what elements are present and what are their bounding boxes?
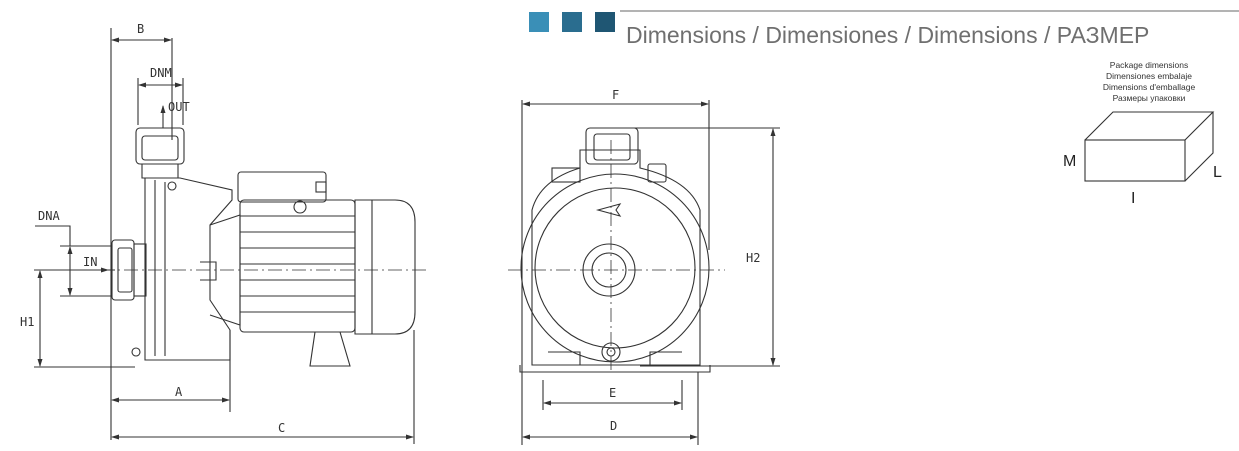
header-square-3 — [595, 12, 615, 32]
dim-label-h1: H1 — [20, 315, 34, 329]
package-caption-4: Размеры упаковки — [1113, 93, 1186, 103]
package-caption-2: Dimensiones embalaje — [1106, 71, 1192, 81]
page-title: Dimensions / Dimensiones / Dimensions / … — [626, 22, 1149, 48]
header-square-1 — [529, 12, 549, 32]
dim-label-e: E — [609, 386, 616, 400]
dim-label-d: D — [610, 419, 617, 433]
dim-label-b: B — [137, 22, 144, 36]
front-view — [508, 100, 780, 445]
header-square-2 — [562, 12, 582, 32]
dim-label-a: A — [175, 385, 183, 399]
package-box-icon — [1084, 111, 1215, 182]
dim-label-in: IN — [83, 255, 97, 269]
package-caption-1: Package dimensions — [1110, 60, 1188, 70]
package-caption-3: Dimensions d'emballage — [1103, 82, 1196, 92]
header: Dimensions / Dimensiones / Dimensions / … — [529, 10, 1239, 48]
side-view — [34, 28, 430, 444]
side-view-labels: B DNM OUT DNA IN H1 A C — [20, 22, 285, 435]
dim-label-dna: DNA — [38, 209, 60, 223]
dim-label-dnm: DNM — [150, 66, 172, 80]
dim-label-f: F — [612, 88, 619, 102]
dim-label-h2: H2 — [746, 251, 760, 265]
front-view-labels: F H2 E D — [609, 88, 760, 433]
dim-label-c: C — [278, 421, 285, 435]
package-label-l: L — [1213, 164, 1222, 181]
package-label-m: M — [1063, 153, 1076, 170]
package-label-i: I — [1131, 190, 1135, 207]
package-dimensions: Package dimensions Dimensiones embalaje … — [1063, 60, 1222, 207]
dim-label-out: OUT — [168, 100, 190, 114]
